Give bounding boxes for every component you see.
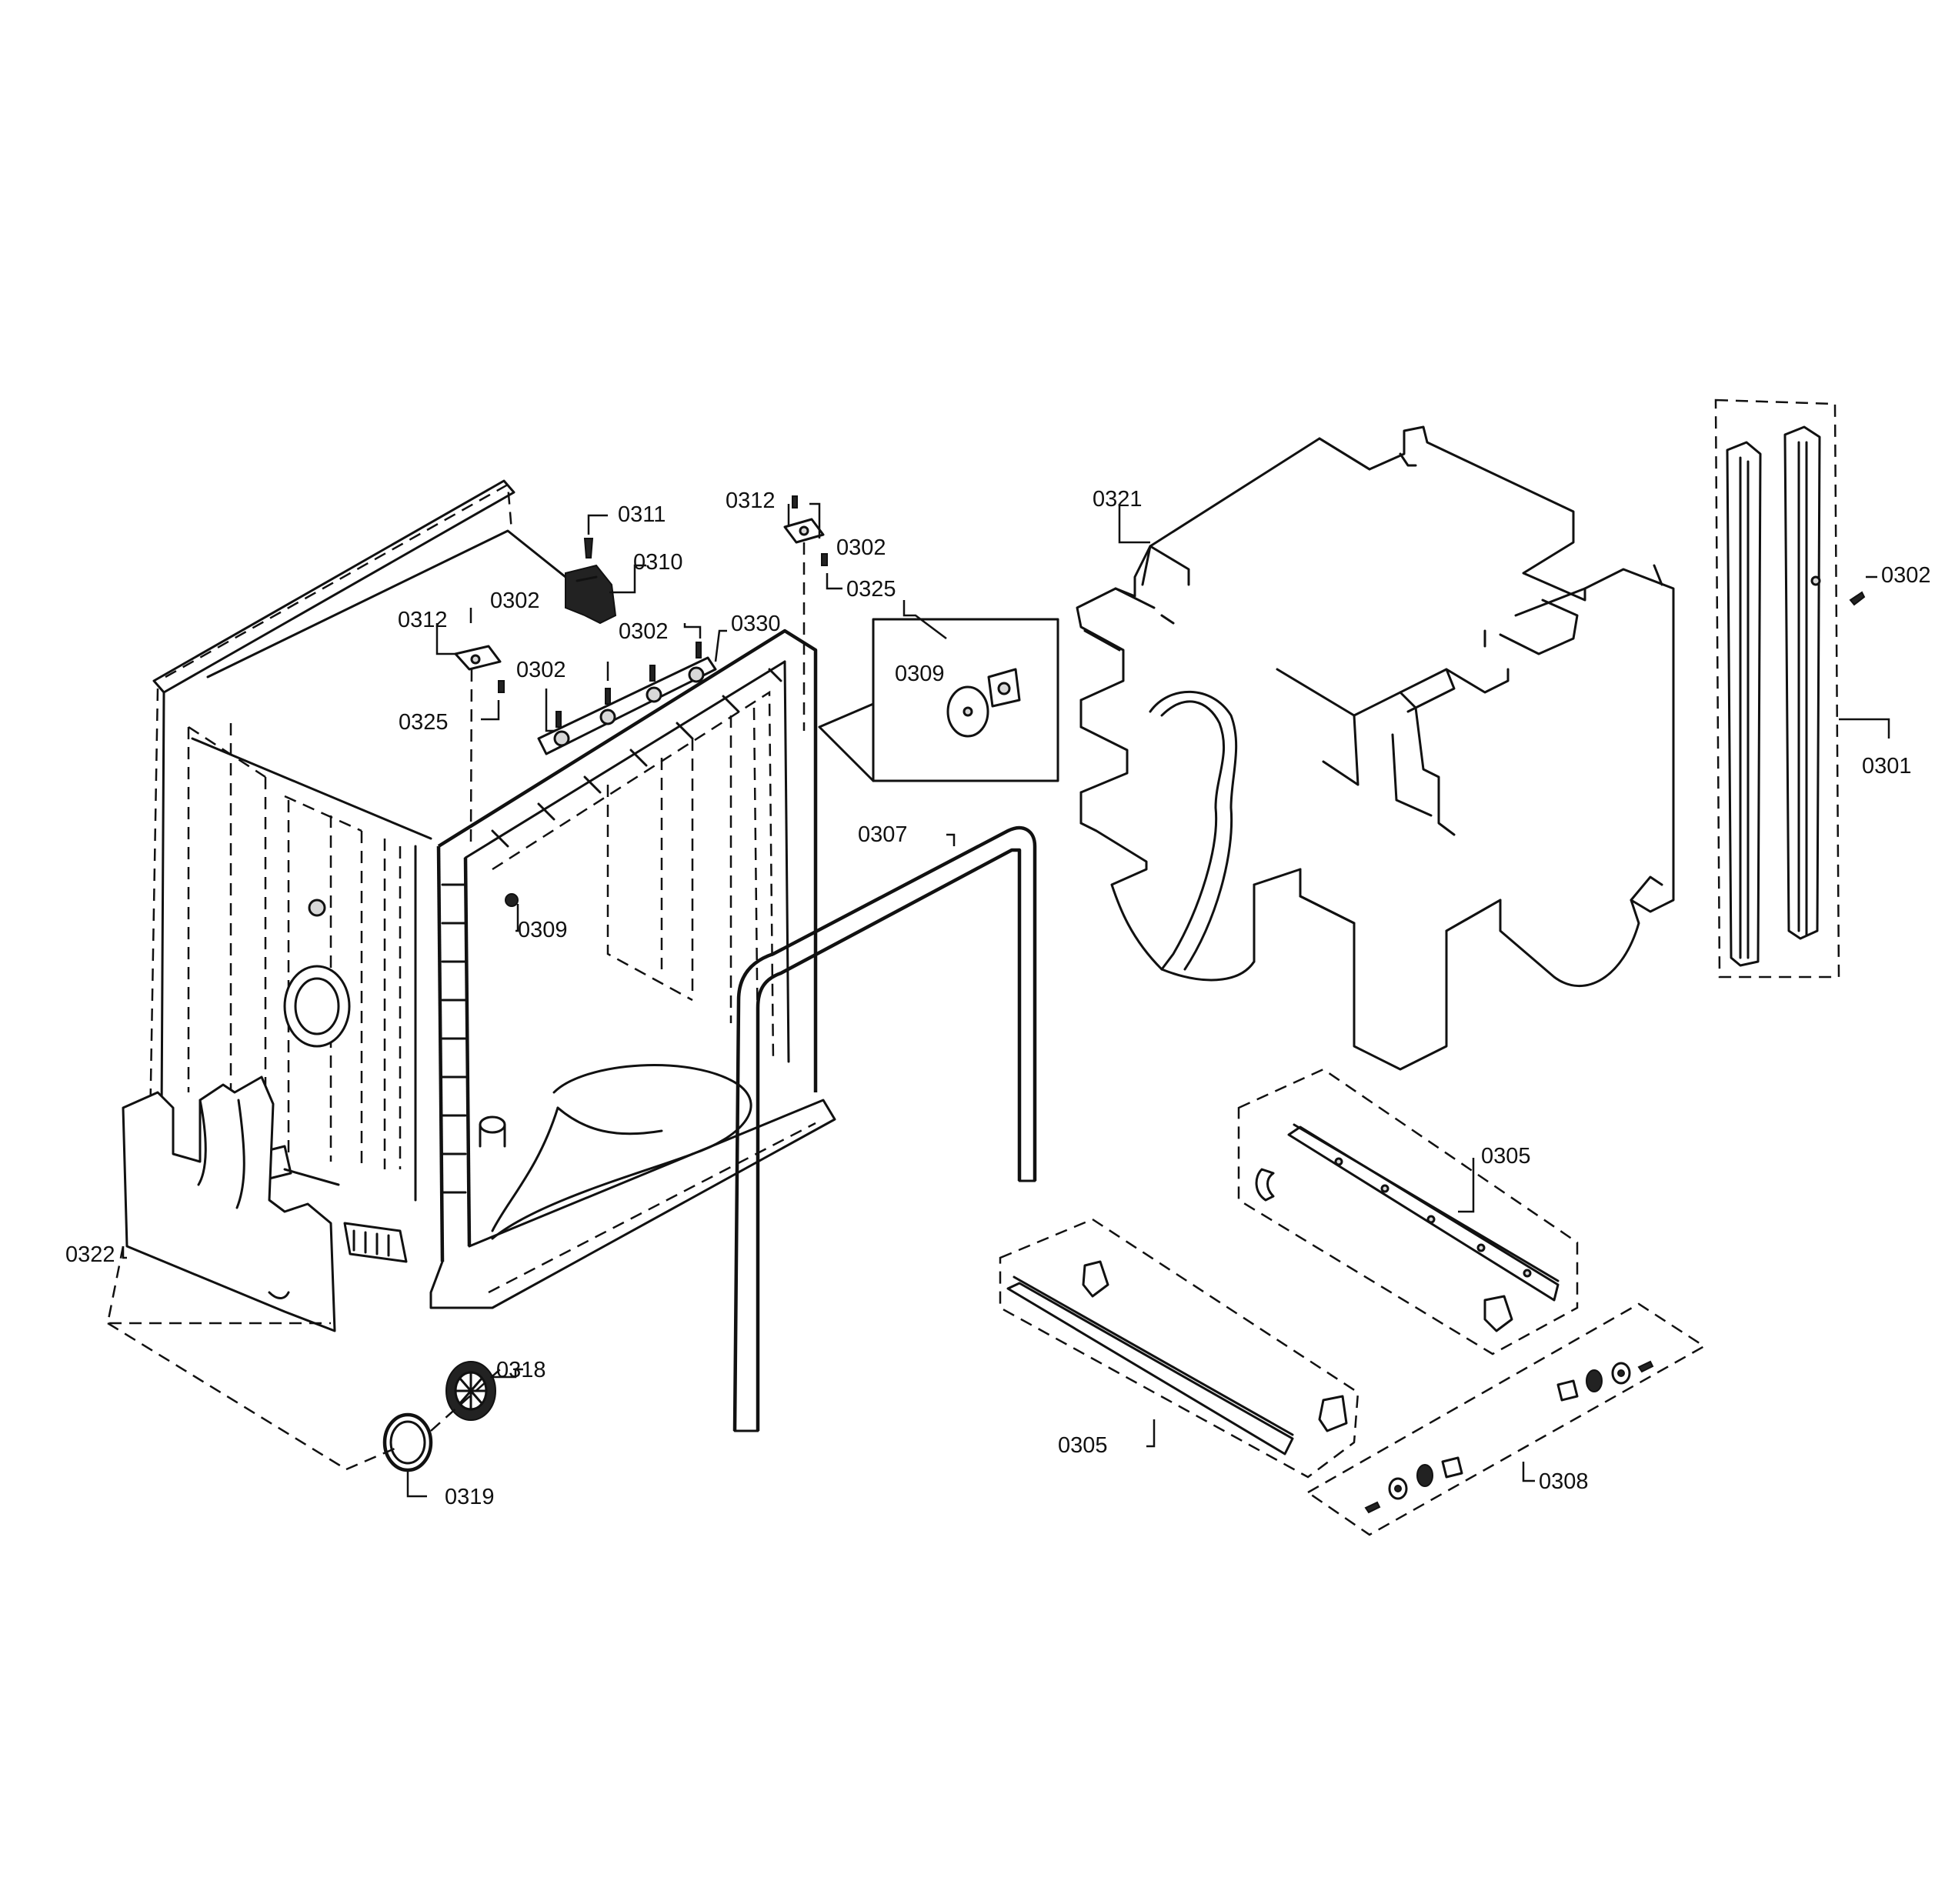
callout-0330: 0330: [731, 612, 781, 636]
callout-0302-hinge: 0302: [490, 589, 540, 613]
rail-assembly-0305-lower: [999, 1218, 1359, 1479]
callout-0309-inset: 0309: [895, 662, 945, 686]
callout-0325-left: 0325: [399, 710, 449, 735]
callout-0310: 0310: [633, 550, 683, 575]
hinge-bracket-0310: [565, 564, 617, 625]
door-gasket-0307: [732, 825, 1037, 1432]
side-trim-kit-0301: [1714, 398, 1866, 979]
callout-0321: 0321: [1093, 487, 1143, 512]
roller-kit-0308: [1306, 1302, 1706, 1536]
screw-0311: [583, 538, 594, 559]
callout-0301: 0301: [1862, 754, 1912, 779]
callout-0318: 0318: [496, 1358, 546, 1382]
callout-0302-strip-mid: 0302: [619, 619, 669, 644]
callout-0309-tub: 0309: [518, 918, 568, 942]
callout-0307: 0307: [858, 822, 908, 847]
callout-0311: 0311: [618, 502, 666, 527]
tub-assembly: [148, 479, 836, 1309]
leader-lines: [122, 502, 1890, 1498]
callout-0302-trim: 0302: [1881, 563, 1931, 588]
wheel-0318: [445, 1361, 496, 1421]
bracket-0312-left: [454, 645, 505, 693]
insulation-blanket-0321: [1076, 425, 1675, 1071]
rail-assembly-0305-upper: [1237, 1068, 1579, 1355]
callout-0302-strip-left: 0302: [516, 658, 566, 682]
callout-0325-right: 0325: [846, 577, 896, 602]
callout-0319: 0319: [445, 1485, 495, 1509]
callout-0305-upper: 0305: [1481, 1144, 1531, 1169]
callout-0308: 0308: [1539, 1469, 1589, 1494]
inset-box-0309: [818, 618, 1059, 782]
callout-0312-left: 0312: [398, 608, 448, 632]
plug-0309-small: [505, 893, 519, 907]
callout-labels: 0311 0310 0302 0312 0325 0302 0302 0330 …: [65, 487, 1931, 1509]
ring-0319: [382, 1412, 433, 1472]
callout-0322: 0322: [65, 1242, 115, 1267]
bracket-0312-right: [783, 495, 828, 566]
callout-0302-right: 0302: [836, 535, 886, 560]
mounting-strip-0330: [537, 642, 717, 755]
callout-0312-right: 0312: [726, 489, 776, 513]
side-panel-0322: [106, 1075, 347, 1471]
callout-0305-lower: 0305: [1058, 1433, 1108, 1458]
